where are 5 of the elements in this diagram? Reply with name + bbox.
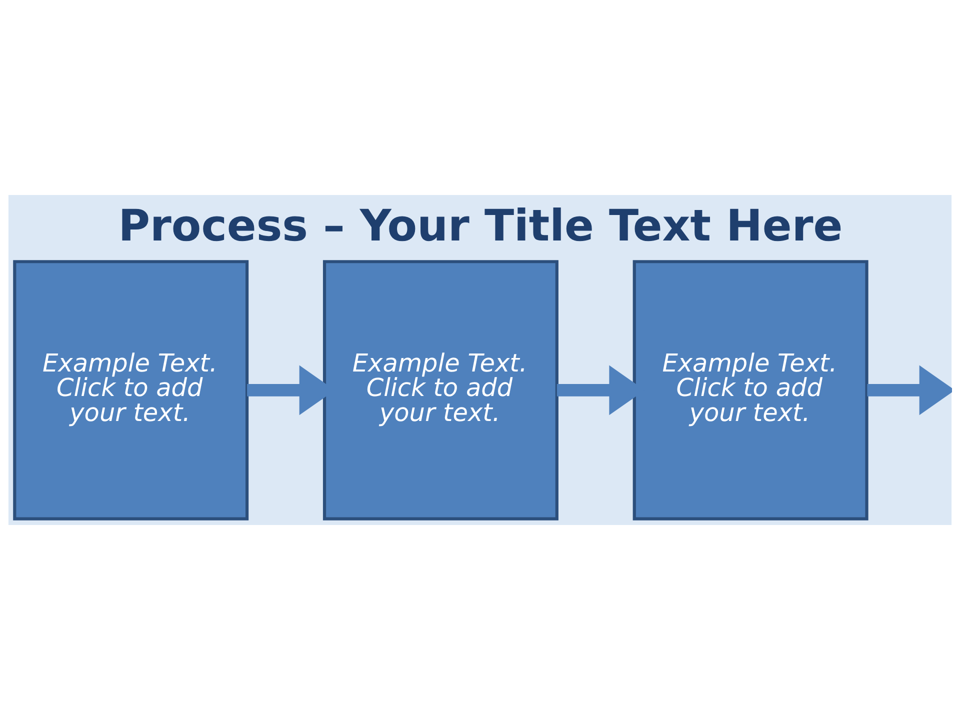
node-box: Example Text. Click to add your text.	[632, 260, 868, 520]
node-box: Example Text. Click to add your text.	[13, 260, 249, 520]
arrow	[867, 365, 952, 416]
diagram-title: Process – Your Title Text Here	[118, 202, 843, 252]
node-box: Example Text. Click to add your text.	[322, 260, 558, 520]
